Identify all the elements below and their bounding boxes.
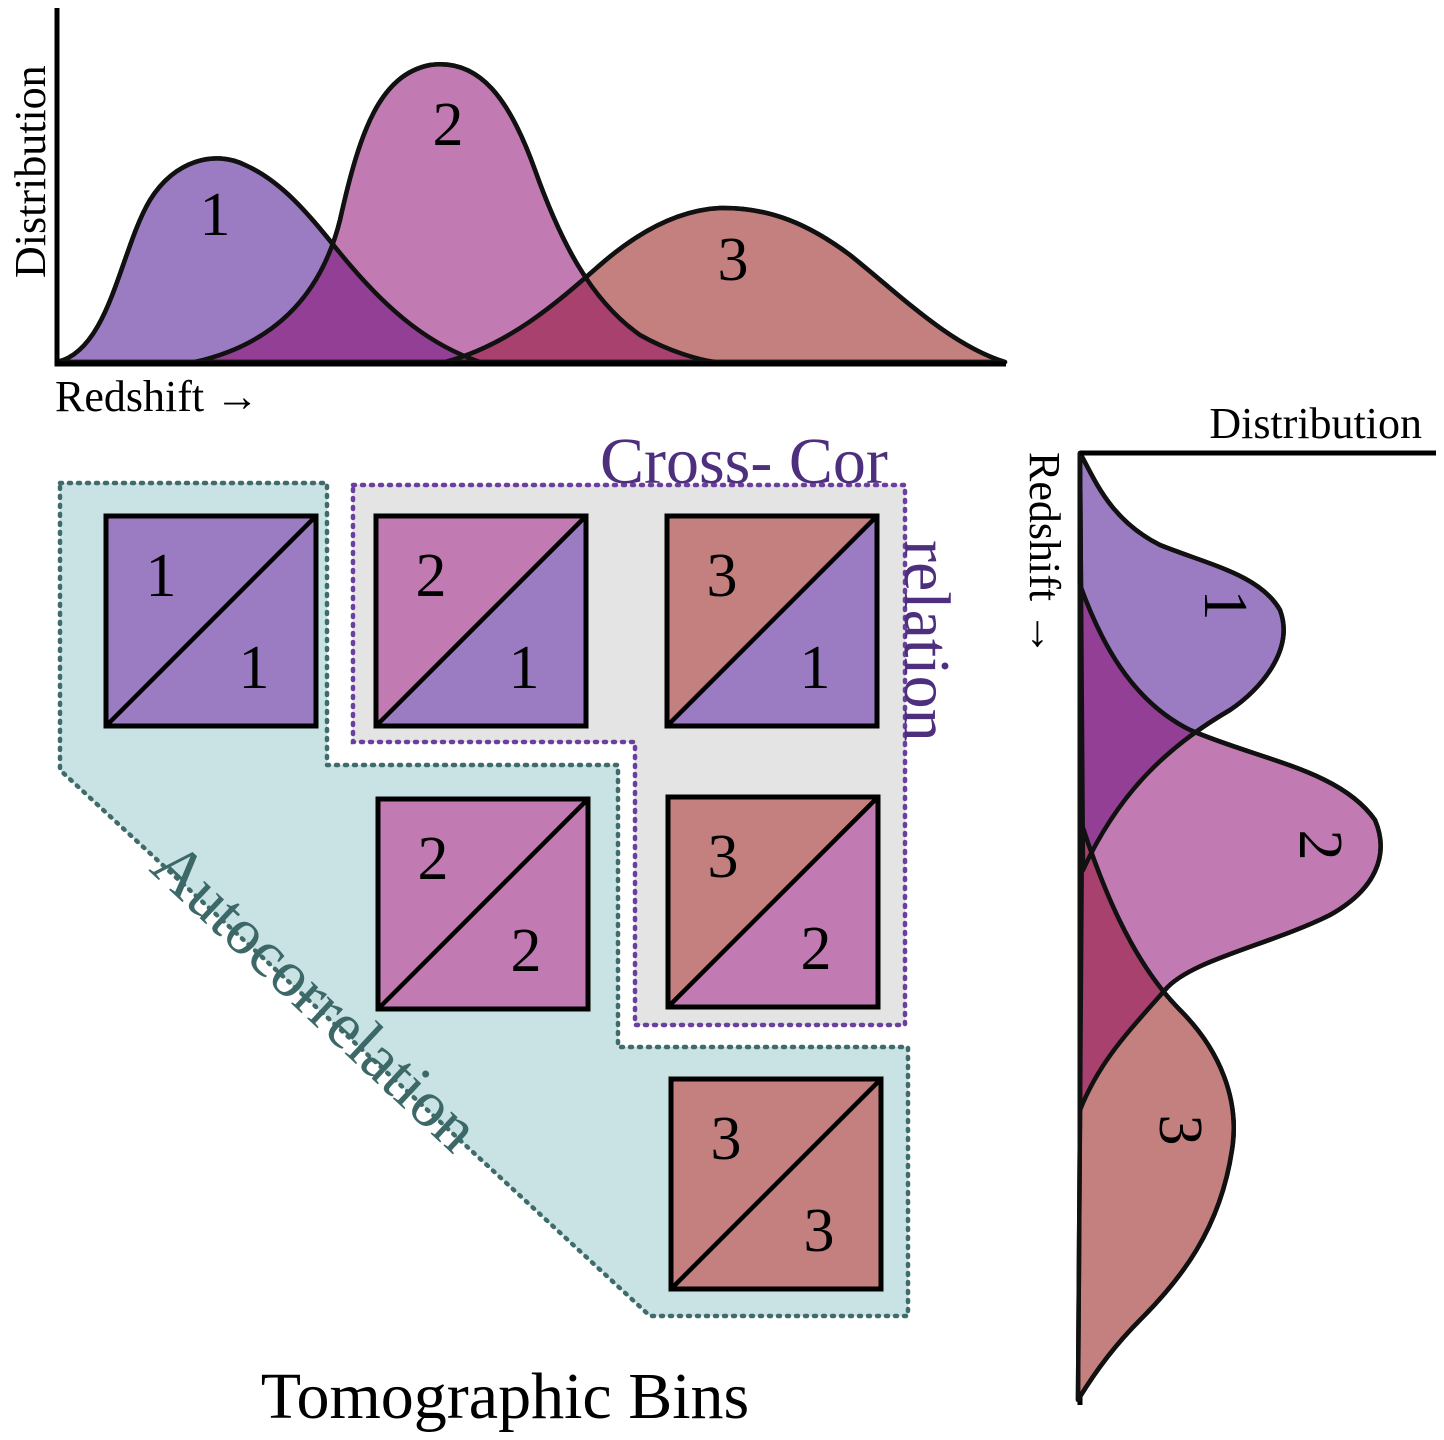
matrix-cell: 33 [668,1076,884,1292]
bin-3-outline [442,205,1008,365]
cell-border [668,1076,884,1292]
side-bin-2-label: 2 [1286,830,1354,861]
cell-diagonal [665,514,879,728]
cross-correlation-label-part1: Cross- Cor [600,425,888,498]
cell-border [373,513,589,729]
cell-upper-bin-label: 1 [146,542,177,610]
cell-upper-bin-label: 2 [418,825,449,893]
cell-diagonal [376,797,590,1011]
cell-diagonal [104,514,318,728]
top-plot-axes [54,8,1006,367]
cell-border [664,513,880,729]
side-bin-3-outline [1075,822,1236,1403]
top-bin-3-label: 3 [718,226,749,294]
cell-upper-bin-label: 3 [708,823,739,891]
cell-border [375,796,591,1012]
cross-correlation-label-part2: relation [890,540,963,742]
matrix-cell: 11 [103,513,319,729]
side-bin-2-3-overlap [1080,825,1234,1110]
cell-upper-bin-label: 3 [707,542,738,610]
matrix-cell: 21 [373,513,589,729]
cell-diagonal [666,795,880,1009]
cell-upper-bin-label: 3 [711,1105,742,1173]
cell-lower-bin-label: 2 [801,915,832,983]
matrix-cell: 32 [665,794,881,1010]
side-y-axis-label: Redshift → [1020,452,1069,656]
top-x-axis-label: Redshift → [55,372,259,421]
bin-1-outline [54,156,483,365]
bin-2-3-overlap [445,207,715,362]
side-bin-1-label: 1 [1191,590,1259,621]
matrix-title: Tomographic Bins [261,1360,750,1433]
cell-lower-bin-label: 2 [511,917,542,985]
cell-border [665,794,881,1010]
side-distribution-plot: 1 2 3 Distribution Redshift → [1020,399,1436,1405]
matrix-cell: 22 [375,796,591,1012]
top-bin-2-label: 2 [433,91,464,159]
cell-upper-bin-label: 2 [416,542,447,610]
bin-2-outline [192,61,718,365]
side-x-axis-label: Distribution [1209,399,1422,448]
matrix-cell: 31 [664,513,880,729]
side-bin-2-outline [1077,582,1383,1113]
cell-border [103,513,319,729]
side-bin-3-label: 3 [1146,1115,1214,1146]
top-bin-1-label: 1 [200,181,231,249]
cell-lower-bin-label: 1 [509,634,540,702]
cell-diagonal [669,1077,883,1291]
cell-lower-bin-label: 1 [239,634,270,702]
cell-lower-bin-label: 1 [800,634,831,702]
cell-diagonal [374,514,588,728]
top-distribution-plot: 1 2 3 Distribution Redshift → [6,8,1008,421]
top-y-axis-label: Distribution [6,65,55,278]
side-bin-1-outline [1077,450,1286,873]
cell-lower-bin-label: 3 [804,1197,835,1265]
